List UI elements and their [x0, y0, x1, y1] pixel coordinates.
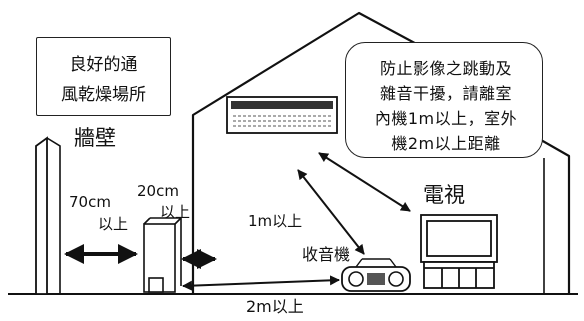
outdoor-unit [143, 217, 182, 293]
warning-note-line2: 雜音干擾，請離室 [379, 84, 512, 103]
warning-note-line1: 防止影像之跳動及 [379, 59, 512, 78]
warning-note-line4: 機2m以上距離 [391, 134, 501, 153]
wall-distance-suffix: 以上 [98, 215, 129, 233]
warning-note-line3: 內機1m以上，室外 [374, 109, 518, 128]
arrow-ac-radio [297, 169, 365, 255]
tv [420, 214, 498, 289]
warning-note-bubble: 防止影像之跳動及 雜音干擾，請離室 內機1m以上，室外 機2m以上距離 [345, 42, 543, 158]
arrow-ac-tv [318, 152, 411, 212]
radio-label: 收音機 [302, 245, 351, 264]
side-distance-value: 20cm [137, 182, 179, 200]
distance-arrows [64, 152, 411, 291]
radio [341, 258, 411, 292]
ventilation-note-line2: 風乾燥場所 [61, 85, 146, 105]
ventilation-note-line1: 良好的通 [69, 55, 138, 75]
wall-distance-value: 70cm [69, 193, 111, 211]
arrow-outdoor-radio [182, 275, 340, 291]
wall [35, 136, 61, 295]
outdoor-unit-distance-label: 2m以上 [246, 297, 304, 316]
side-distance-suffix: 以上 [160, 203, 191, 221]
indoor-unit [226, 96, 338, 134]
tv-label: 電視 [423, 183, 465, 207]
indoor-unit-distance-label: 1m以上 [248, 212, 303, 230]
wall-label: 牆壁 [74, 126, 116, 150]
ventilation-note-box: 良好的通 風乾燥場所 [36, 37, 171, 116]
